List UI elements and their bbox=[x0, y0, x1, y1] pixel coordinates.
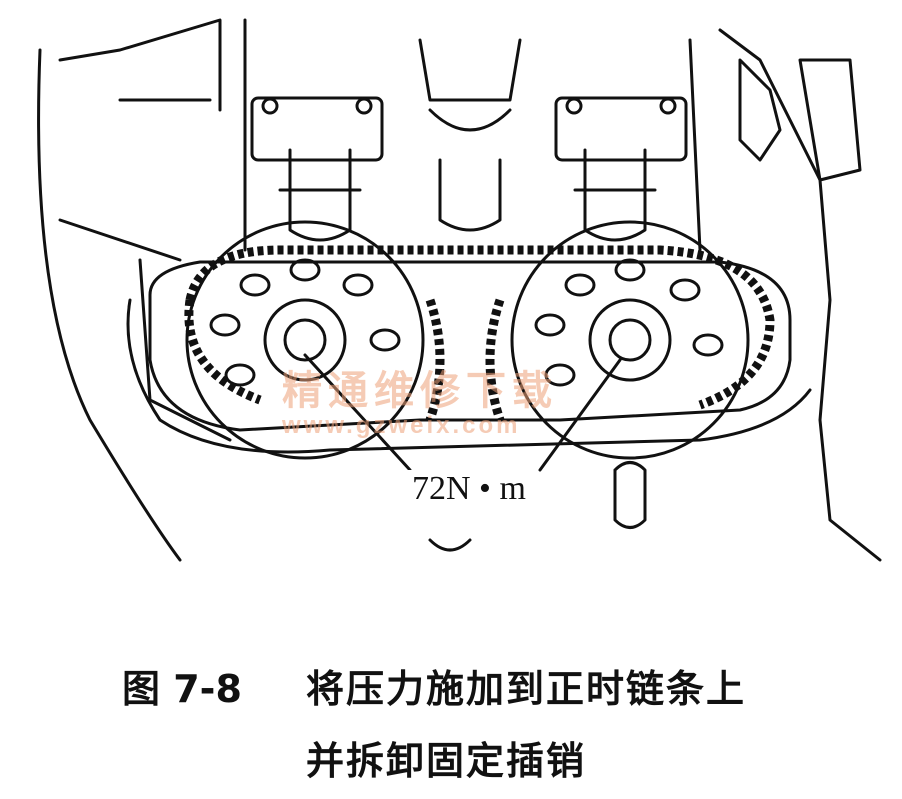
left-engine-body bbox=[37, 48, 232, 562]
left-camshaft bbox=[278, 148, 362, 242]
watermark-text: 精通维修下载 bbox=[282, 367, 558, 414]
caption-text-line2: 并拆卸固定插销 bbox=[306, 739, 587, 783]
left-bearing-cap bbox=[250, 96, 384, 162]
engine-timing-chain-diagram bbox=[37, 18, 882, 562]
right-cam-sprocket bbox=[510, 220, 750, 460]
engine-outline bbox=[58, 18, 882, 562]
timing-chain bbox=[184, 245, 775, 422]
watermark-url: www.gzweix.com bbox=[282, 412, 521, 439]
locating-pin bbox=[613, 461, 647, 529]
cam-housing bbox=[148, 260, 792, 432]
torque-label: 72N • m bbox=[408, 470, 530, 508]
right-camshaft bbox=[573, 148, 657, 242]
caption-text-line1: 将压力施加到正时链条上 bbox=[306, 667, 747, 711]
left-cam-sprocket bbox=[185, 220, 425, 460]
right-bearing-cap bbox=[554, 96, 688, 162]
figure-number: 图 7-8 bbox=[122, 667, 242, 711]
